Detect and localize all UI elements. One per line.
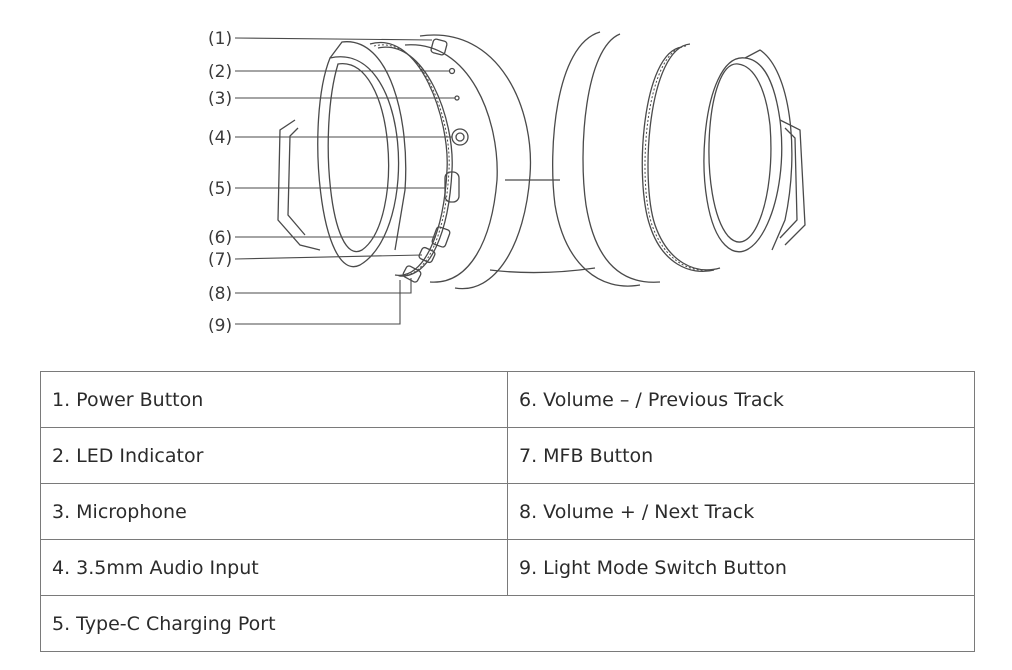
table-row: 1. Power Button 6. Volume – / Previous T… xyxy=(40,371,975,428)
callout-5: (5) xyxy=(208,179,232,199)
callout-8: (8) xyxy=(208,284,232,304)
table-row: 5. Type-C Charging Port xyxy=(40,595,975,652)
legend-item-6: 6. Volume – / Previous Track xyxy=(507,371,975,428)
right-ear-cup xyxy=(552,31,806,287)
callout-7: (7) xyxy=(208,250,232,270)
legend-item-3: 3. Microphone xyxy=(40,483,508,540)
leader-lines xyxy=(234,37,455,325)
callout-9: (9) xyxy=(208,316,232,336)
legend-item-1: 1. Power Button xyxy=(40,371,508,428)
table-row: 4. 3.5mm Audio Input 9. Light Mode Switc… xyxy=(40,539,975,596)
legend-item-9: 9. Light Mode Switch Button xyxy=(507,539,975,596)
legend-item-5: 5. Type-C Charging Port xyxy=(40,595,975,652)
callout-1: (1) xyxy=(208,29,232,49)
left-ear-cup xyxy=(277,34,532,290)
table-row: 2. LED Indicator 7. MFB Button xyxy=(40,427,975,484)
table-row: 3. Microphone 8. Volume + / Next Track xyxy=(40,483,975,540)
legend-item-4: 4. 3.5mm Audio Input xyxy=(40,539,508,596)
legend-table: 1. Power Button 6. Volume – / Previous T… xyxy=(40,371,975,652)
callout-2: (2) xyxy=(208,62,232,82)
callout-4: (4) xyxy=(208,128,232,148)
headphone-diagram: (1) (2) (3) (4) (5) (6) (7) (8) (9) xyxy=(208,29,806,336)
callout-6: (6) xyxy=(208,228,232,248)
legend-item-7: 7. MFB Button xyxy=(507,427,975,484)
legend-item-8: 8. Volume + / Next Track xyxy=(507,483,975,540)
callout-3: (3) xyxy=(208,89,232,109)
headband xyxy=(489,179,596,274)
legend-item-2: 2. LED Indicator xyxy=(40,427,508,484)
